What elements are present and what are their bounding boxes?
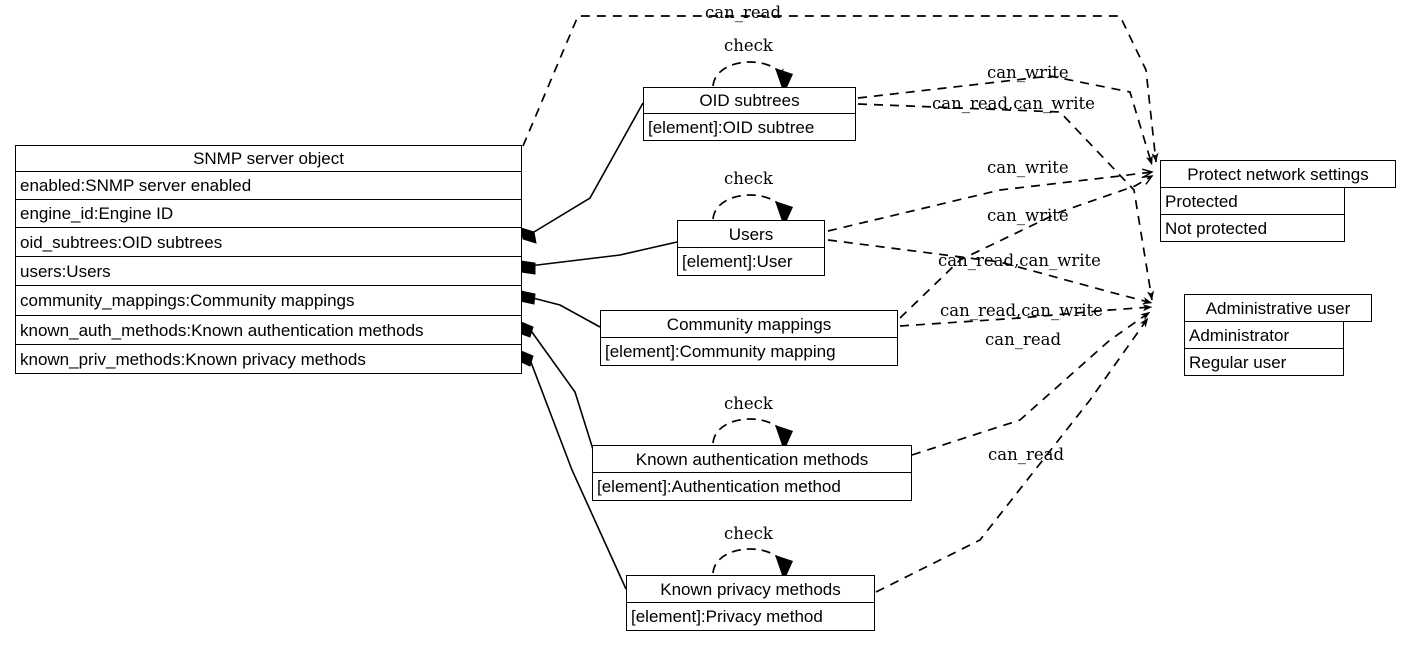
class-header: Administrative user <box>1184 294 1372 322</box>
class-users[interactable]: Users [element]:User <box>677 220 825 276</box>
edge-label-check-known-priv-methods: check <box>724 524 773 543</box>
class-header: Known privacy methods <box>626 575 875 603</box>
class-header: Known authentication methods <box>592 445 912 473</box>
class-attribute: oid_subtrees:OID subtrees <box>15 228 522 257</box>
class-protect-network-settings[interactable]: Protect network settings Protected Not p… <box>1160 160 1396 242</box>
class-header: Community mappings <box>600 310 898 338</box>
class-oid-subtrees[interactable]: OID subtrees [element]:OID subtree <box>643 87 856 141</box>
edge-label-can-read-can-write-community-to-admin: can_read,can_write <box>940 301 1103 320</box>
class-header: SNMP server object <box>15 145 522 172</box>
class-attribute: known_auth_methods:Known authentication … <box>15 316 522 345</box>
edge-label-can-read-top: can_read <box>705 3 782 22</box>
class-attribute: engine_id:Engine ID <box>15 200 522 228</box>
edge-label-can-write-community-to-protect: can_write <box>987 158 1069 177</box>
class-header: Protect network settings <box>1160 160 1396 188</box>
class-community-mappings[interactable]: Community mappings [element]:Community m… <box>600 310 898 366</box>
class-attribute: Not protected <box>1160 215 1345 242</box>
class-header: OID subtrees <box>643 87 856 114</box>
class-attribute: [element]:Privacy method <box>626 603 875 631</box>
edge-label-can-read-can-write-users-to-admin: can_read,can_write <box>938 251 1101 270</box>
edge-label-can-write-oid-to-protect: can_write <box>987 63 1069 82</box>
class-known-authentication-methods[interactable]: Known authentication methods [element]:A… <box>592 445 912 501</box>
class-header: Users <box>677 220 825 248</box>
class-administrative-user[interactable]: Administrative user Administrator Regula… <box>1184 294 1372 376</box>
class-attribute: Protected <box>1160 188 1345 215</box>
edge-label-check-known-auth-methods: check <box>724 394 773 413</box>
class-attribute: [element]:Authentication method <box>592 473 912 501</box>
class-attribute: users:Users <box>15 257 522 286</box>
edge-label-check-oid-subtrees: check <box>724 36 773 55</box>
class-known-privacy-methods[interactable]: Known privacy methods [element]:Privacy … <box>626 575 875 631</box>
class-attribute: enabled:SNMP server enabled <box>15 172 522 200</box>
class-attribute: known_priv_methods:Known privacy methods <box>15 345 522 374</box>
class-attribute: Regular user <box>1184 349 1344 376</box>
class-attribute: Administrator <box>1184 322 1344 349</box>
class-snmp-server-object[interactable]: SNMP server object enabled:SNMP server e… <box>15 145 522 374</box>
edge-label-can-read-mid: can_read <box>985 330 1062 349</box>
edge-label-can-read-bottom: can_read <box>988 445 1065 464</box>
class-attribute: [element]:OID subtree <box>643 114 856 141</box>
edge-label-check-users: check <box>724 169 773 188</box>
class-attribute: [element]:Community mapping <box>600 338 898 366</box>
class-attribute: community_mappings:Community mappings <box>15 286 522 316</box>
class-attribute: [element]:User <box>677 248 825 276</box>
edge-label-can-read-can-write-oid-to-admin: can_read,can_write <box>932 94 1095 113</box>
edge-label-can-write-users-to-protect: can_write <box>987 206 1069 225</box>
